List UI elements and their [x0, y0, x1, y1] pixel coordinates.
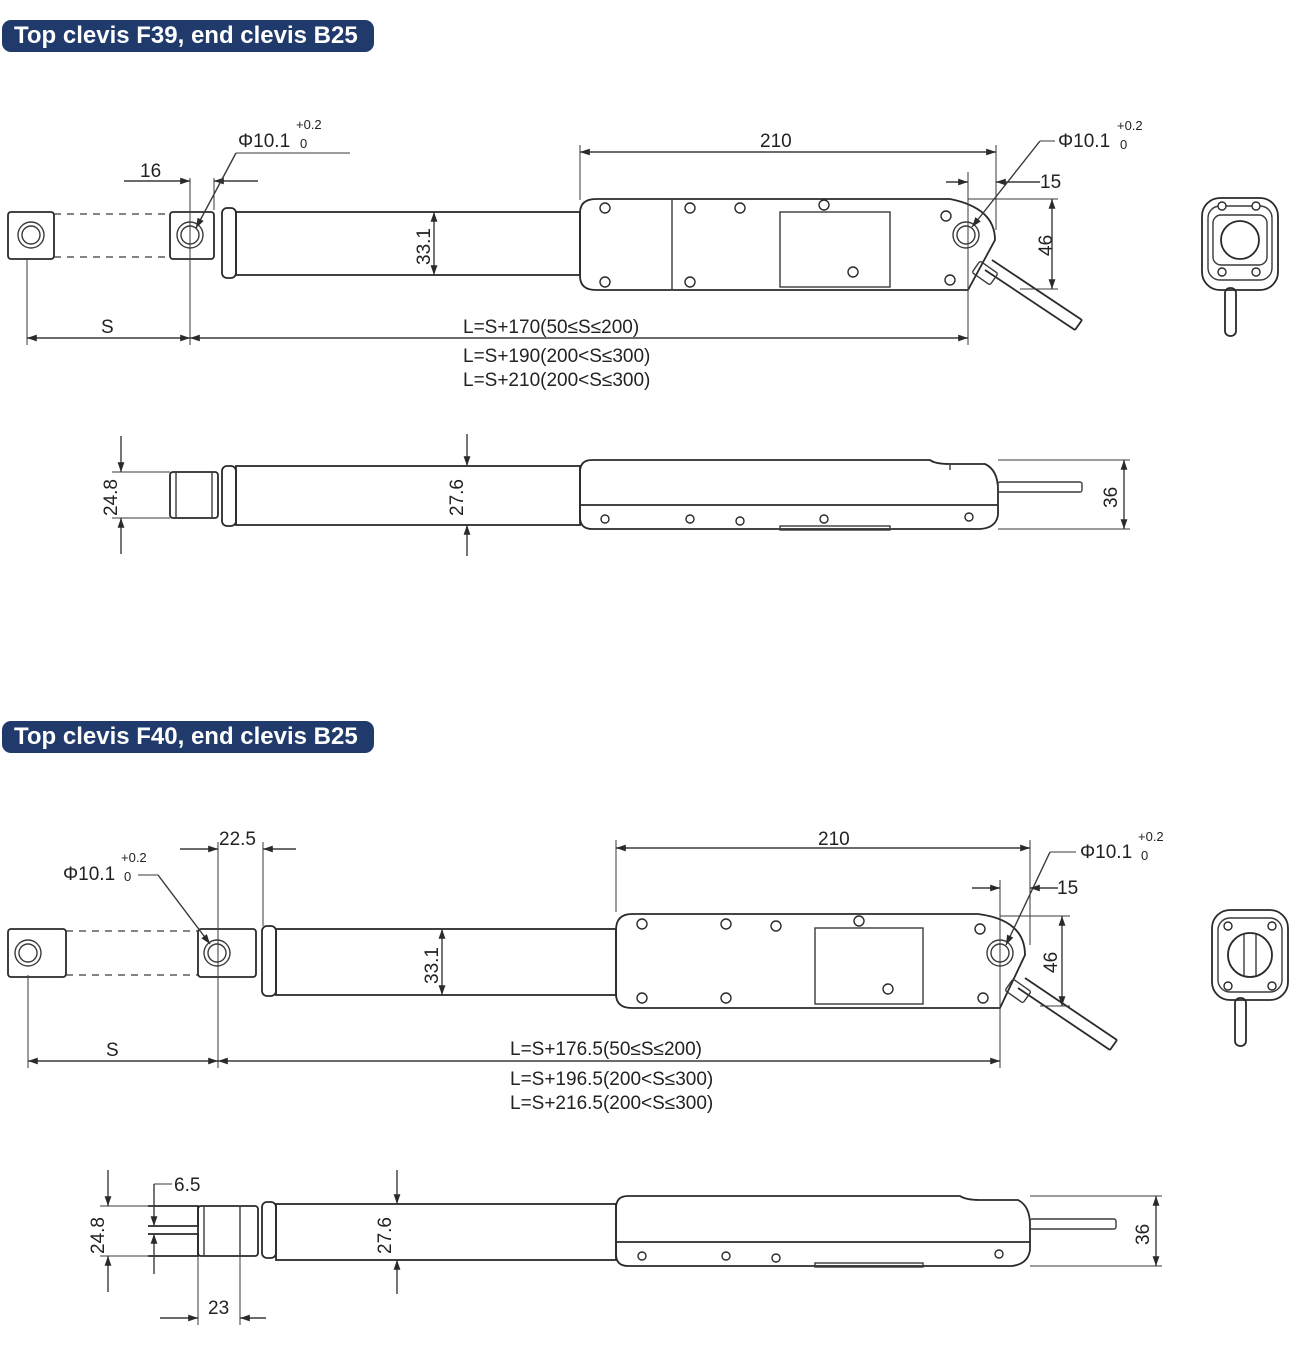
f39-top-view: 16 Φ10.1 +0.2 0 210 Φ10.1 +0.2 0 15 46 3…	[7, 117, 1143, 391]
f39-dim-210: 210	[760, 131, 792, 152]
f40-end-view	[1211, 909, 1289, 1047]
f39-dim-36: 36	[1101, 487, 1122, 508]
f39-dim-24-8: 24.8	[101, 479, 122, 516]
f40-side-view: 24.8 6.5 23 27.6 36	[88, 1170, 1162, 1325]
f39-dim-s: S	[101, 317, 114, 338]
f39-hole-left-tol-upper: +0.2	[296, 117, 322, 132]
f40-dim-210: 210	[818, 829, 850, 850]
f39-formula-1: L=S+170(50≤S≤200)	[463, 317, 639, 338]
f39-side-view: 24.8 27.6 36	[101, 434, 1130, 556]
f40-dim-15: 15	[1057, 878, 1078, 899]
f39-dim-46: 46	[1036, 235, 1057, 256]
f39-hole-right-tol-lower: 0	[1120, 137, 1127, 152]
f40-dim-36: 36	[1133, 1224, 1154, 1245]
section-title-f40: Top clevis F40, end clevis B25	[2, 721, 374, 753]
f40-formula-2: L=S+196.5(200<S≤300)	[510, 1069, 713, 1090]
f40-hole-right-tol-upper: +0.2	[1138, 829, 1164, 844]
f39-rod-end-extended	[7, 211, 55, 260]
f40-dim-22-5: 22.5	[219, 829, 256, 850]
f39-dim-hole-right: Φ10.1	[1058, 131, 1110, 152]
f40-formula-1: L=S+176.5(50≤S≤200)	[510, 1039, 702, 1060]
f39-dim-15: 15	[1040, 172, 1061, 193]
f39-hole-right-tol-upper: +0.2	[1117, 118, 1143, 133]
f39-dim-27-6: 27.6	[447, 479, 468, 516]
f39-tube	[235, 211, 581, 276]
f40-hole-left-tol-upper: +0.2	[121, 850, 147, 865]
f39-dim-hole-left: Φ10.1	[238, 131, 290, 152]
f39-formula-3: L=S+210(200<S≤300)	[463, 370, 650, 391]
f40-dim-hole-right: Φ10.1	[1080, 842, 1132, 863]
f39-hole-left-tol-lower: 0	[300, 136, 307, 151]
f39-dim-33-1: 33.1	[414, 228, 435, 265]
f40-hole-left-tol-lower: 0	[124, 869, 131, 884]
f40-dim-hole-left: Φ10.1	[63, 864, 115, 885]
f40-hole-right-tol-lower: 0	[1141, 848, 1148, 863]
f39-end-view	[1201, 197, 1279, 337]
f40-dim-27-6: 27.6	[375, 1217, 396, 1254]
f40-dim-23: 23	[208, 1298, 229, 1319]
f39-housing	[579, 198, 996, 291]
f40-top-view: 22.5 Φ10.1 +0.2 0 210 Φ10.1 +0.2 0 15 46…	[7, 829, 1164, 1114]
f40-formula-3: L=S+216.5(200<S≤300)	[510, 1093, 713, 1114]
f40-dim-33-1: 33.1	[422, 947, 443, 984]
f39-formula-2: L=S+190(200<S≤300)	[463, 346, 650, 367]
f40-dim-s: S	[106, 1040, 119, 1061]
f39-dim-16: 16	[140, 161, 161, 182]
f40-dim-6-5: 6.5	[174, 1175, 200, 1196]
f39-rod-end	[169, 211, 215, 260]
f40-dim-46: 46	[1041, 952, 1062, 973]
section-title-f39: Top clevis F39, end clevis B25	[2, 20, 374, 52]
f40-dim-24-8: 24.8	[88, 1217, 109, 1254]
